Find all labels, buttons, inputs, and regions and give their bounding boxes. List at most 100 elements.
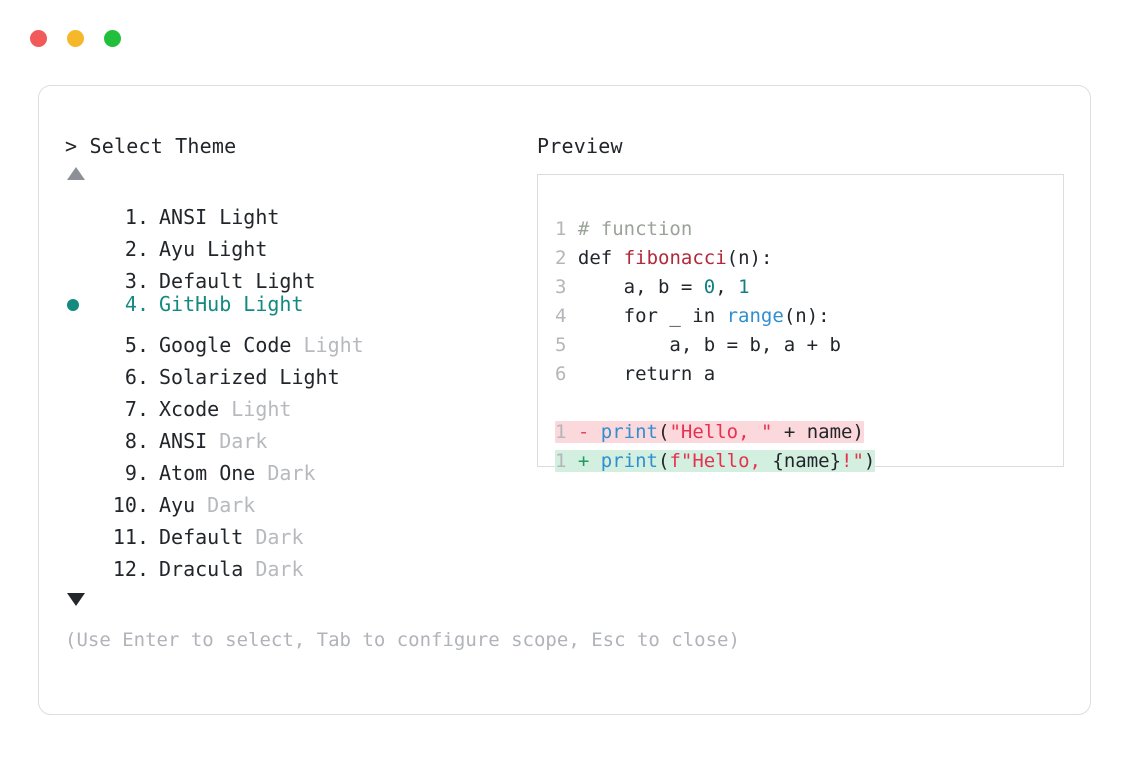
theme-list-item[interactable]: 3. Default Light	[65, 256, 535, 293]
theme-item-number: 12.	[112, 557, 149, 581]
code-token-plain: + name)	[772, 421, 864, 443]
theme-item-name: Dracula	[159, 557, 244, 581]
theme-item-name: GitHub Light	[159, 292, 304, 316]
prompt-title: > Select Theme	[65, 132, 535, 160]
code-line-number: 4	[555, 305, 567, 327]
theme-list-item[interactable]: 4. GitHub Light	[65, 288, 535, 320]
theme-item-name: Default	[159, 525, 244, 549]
theme-list-item[interactable]: 5.Google Code Light	[65, 320, 535, 357]
theme-item-name: ANSI Light	[159, 205, 280, 229]
theme-list-item[interactable]: 2. Ayu Light	[65, 224, 535, 261]
code-line-number: 2	[555, 247, 567, 269]
code-token-plain: )	[863, 450, 876, 472]
window-traffic-lights	[30, 30, 121, 47]
code-token-builtin: print	[600, 450, 658, 472]
code-token-plain: (n):	[726, 247, 773, 269]
theme-item-name: Ayu Light	[159, 237, 268, 261]
theme-list-item[interactable]: 10.Ayu Dark	[65, 480, 535, 517]
preview-column: Preview	[537, 132, 1067, 160]
theme-item-name: Default Light	[159, 269, 316, 293]
code-line-number: 5	[555, 334, 567, 356]
code-token-plain: ,	[715, 276, 739, 298]
code-token-comment: # function	[577, 218, 693, 240]
selection-bullet-cell	[65, 224, 95, 256]
window-minimize-button[interactable]	[67, 30, 84, 47]
code-token-builtin: range	[726, 305, 784, 327]
theme-item-name: Atom One	[159, 461, 256, 485]
selection-bullet-cell	[65, 384, 95, 416]
code-token-plain: (n):	[783, 305, 830, 327]
theme-item-name: ANSI	[159, 429, 208, 453]
diff-sign: +	[566, 450, 601, 472]
theme-item-number: 8.	[124, 429, 149, 453]
triangle-down-icon	[67, 592, 85, 606]
code-token-num: 1	[738, 276, 750, 298]
code-token-plain: for _ in	[566, 305, 727, 327]
code-token-plain: (	[657, 450, 670, 472]
theme-list-item[interactable]: 6.Solarized Light	[65, 352, 535, 389]
code-line: 2 def fibonacci(n):	[555, 244, 875, 273]
theme-item-name: Ayu	[159, 493, 196, 517]
code-token-num: 0	[703, 276, 716, 298]
code-line: 6 return a	[555, 360, 875, 389]
code-line: 1 # function	[555, 215, 875, 244]
code-token-str: f"Hello,	[669, 450, 773, 472]
window-close-button[interactable]	[30, 30, 47, 47]
scroll-up-indicator[interactable]	[65, 160, 535, 186]
code-token-plain: {name}	[772, 450, 842, 472]
theme-item-number: 4.	[124, 292, 149, 316]
scroll-down-indicator[interactable]	[65, 586, 85, 612]
theme-item-number: 2.	[124, 237, 149, 261]
prompt-title-text: Select Theme	[89, 134, 237, 158]
theme-item-number: 1.	[124, 205, 149, 229]
selection-bullet-cell	[65, 544, 95, 576]
theme-list-item[interactable]: 1. ANSI Light	[65, 192, 535, 229]
theme-item-number: 7.	[124, 397, 149, 421]
theme-item-variant: Dark	[207, 429, 268, 453]
diff-highlight: 1 + print(f"Hello, {name}!")	[555, 450, 876, 472]
theme-list-item[interactable]: 9.Atom One Dark	[65, 448, 535, 485]
diff-line-number: 1	[555, 421, 567, 443]
theme-item-number: 3.	[124, 269, 149, 293]
selected-bullet-icon	[67, 299, 79, 311]
diff-line-add: 1 + print(f"Hello, {name}!")	[555, 447, 876, 476]
code-line-number: 6	[555, 363, 567, 385]
selection-bullet-cell	[65, 320, 95, 352]
code-token-str: "Hello, "	[669, 421, 773, 443]
diff-line-del: 1 - print("Hello, " + name)	[555, 418, 875, 447]
diff-block: 1 - print("Hello, " + name)1 + print(f"H…	[555, 418, 876, 476]
code-token-plain: (	[657, 421, 670, 443]
theme-item-variant: Dark	[243, 525, 304, 549]
selection-bullet-cell	[65, 192, 95, 224]
code-token-plain: return a	[566, 363, 716, 385]
code-token-str: !"	[841, 450, 864, 472]
diff-highlight: 1 - print("Hello, " + name)	[555, 421, 864, 443]
theme-item-number: 5.	[124, 333, 149, 357]
theme-item-variant: Dark	[255, 461, 316, 485]
code-line-number: 1	[555, 218, 567, 240]
theme-list-item[interactable]: 7. Xcode Light	[65, 384, 535, 421]
code-line: 4 for _ in range(n):	[555, 302, 875, 331]
code-line: 3 a, b = 0, 1	[555, 273, 875, 302]
theme-list-item[interactable]: 11.Default Dark	[65, 512, 535, 549]
diff-sign: -	[566, 421, 601, 443]
theme-item-variant: Light	[219, 397, 292, 421]
theme-item-name: Xcode	[159, 397, 220, 421]
theme-list-item[interactable]: 12.Dracula Dark	[65, 544, 535, 581]
diff-line-number: 1	[555, 450, 567, 472]
theme-list-item[interactable]: 8. ANSI Dark	[65, 416, 535, 453]
theme-item-name: Google Code	[159, 333, 292, 357]
selection-bullet-cell	[65, 352, 95, 384]
code-token-plain: a, b = b, a + b	[566, 334, 841, 356]
code-token-plain	[566, 218, 577, 240]
preview-title: Preview	[537, 134, 623, 158]
selection-bullet-cell	[65, 289, 95, 321]
window-maximize-button[interactable]	[104, 30, 121, 47]
selection-bullet-cell	[65, 416, 95, 448]
